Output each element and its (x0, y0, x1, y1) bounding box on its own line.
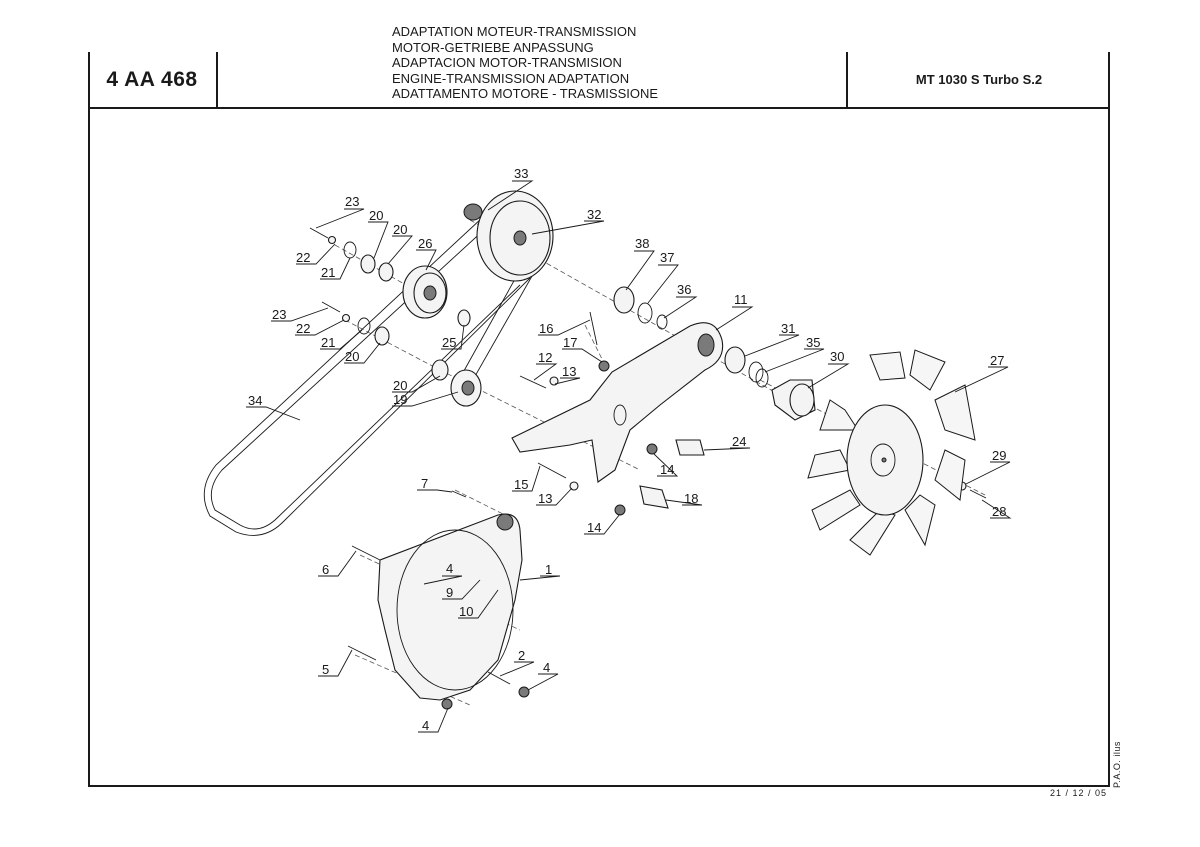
model-box: MT 1030 S Turbo S.2 (846, 52, 1110, 107)
callout-16: 16 (539, 321, 553, 336)
author-credit: P.A.O. ilus (1112, 728, 1126, 788)
callout-13-lower: 13 (538, 491, 552, 506)
callout-28: 28 (992, 504, 1006, 519)
title-es: ADAPTACION MOTOR-TRANSMISION (392, 55, 622, 71)
callout-38: 38 (635, 236, 649, 251)
callout-31: 31 (781, 321, 795, 336)
callout-30: 30 (830, 349, 844, 364)
callout-4-right: 4 (543, 660, 550, 675)
hub-33 (463, 203, 483, 221)
frame-right-line (1108, 52, 1110, 787)
callout-6: 6 (322, 562, 329, 577)
callout-labels: 33 32 23 20 20 26 22 21 38 37 36 11 23 2… (248, 166, 1006, 733)
callout-14-upper: 14 (660, 462, 674, 477)
callout-27: 27 (990, 353, 1004, 368)
callout-17: 17 (563, 335, 577, 350)
callout-14-lower: 14 (587, 520, 601, 535)
exploded-diagram: 33 32 23 20 20 26 22 21 38 37 36 11 23 2… (203, 166, 1012, 733)
callout-34: 34 (248, 393, 262, 408)
leader-lines (246, 180, 1012, 733)
housing-cover-1 (377, 513, 523, 701)
callout-4-lower: 4 (422, 718, 429, 733)
callout-36: 36 (677, 282, 691, 297)
bolts (309, 227, 987, 685)
callout-5: 5 (322, 662, 329, 677)
callout-12: 12 (538, 350, 552, 365)
author-text: P.A.O. ilus (1112, 741, 1122, 788)
frame-bottom-line (88, 785, 1110, 787)
callout-18: 18 (684, 491, 698, 506)
callout-21-lower: 21 (321, 335, 335, 350)
callout-13-upper: 13 (562, 364, 576, 379)
pulley-32 (476, 190, 554, 282)
callout-23-lower: 23 (272, 307, 286, 322)
part-code-box: 4 AA 468 (88, 52, 218, 107)
title-en: ENGINE-TRANSMISSION ADAPTATION (392, 70, 630, 86)
callout-11: 11 (734, 292, 748, 307)
callout-1: 1 (545, 562, 552, 577)
callout-2: 2 (518, 648, 525, 663)
part-code: 4 AA 468 (106, 67, 198, 91)
callout-21-upper: 21 (321, 265, 335, 280)
callout-33: 33 (514, 166, 528, 181)
callout-25: 25 (442, 335, 456, 350)
callout-24: 24 (732, 434, 746, 449)
title-de: MOTOR-GETRIEBE ANPASSUNG (392, 39, 594, 55)
bracket-11 (511, 322, 724, 483)
callout-15: 15 (514, 477, 528, 492)
callout-22-lower: 22 (296, 321, 310, 336)
callout-22-upper: 22 (296, 250, 310, 265)
callout-20-upper-b: 20 (393, 222, 407, 237)
callout-9: 9 (446, 585, 453, 600)
cooling-fan-27 (807, 349, 976, 556)
callout-7: 7 (421, 476, 428, 491)
idler-pulley-26 (402, 265, 448, 319)
fan-hub-30 (771, 379, 816, 421)
callout-35: 35 (806, 335, 820, 350)
callout-20-mid: 20 (345, 349, 359, 364)
callout-10: 10 (459, 604, 473, 619)
model-name: MT 1030 S Turbo S.2 (915, 72, 1043, 87)
callout-20-lower: 20 (393, 378, 407, 393)
callout-29: 29 (992, 448, 1006, 463)
title-it: ADATTAMENTO MOTORE - TRASMISSIONE (392, 86, 659, 102)
callout-19: 19 (393, 392, 407, 407)
bearings-and-rings (327, 235, 967, 710)
callout-32: 32 (587, 207, 601, 222)
idler-pulley-19 (450, 369, 482, 407)
callout-26: 26 (418, 236, 432, 251)
spacers (639, 439, 705, 509)
title-fr: ADAPTATION MOTEUR-TRANSMISSION (392, 24, 637, 39)
callout-23-upper: 23 (345, 194, 359, 209)
title-block: ADAPTATION MOTEUR-TRANSMISSION MOTOR-GET… (392, 24, 658, 102)
callout-37: 37 (660, 250, 674, 265)
callout-4-upper: 4 (446, 561, 453, 576)
drawing-date: 21 / 12 / 05 (1050, 788, 1108, 798)
frame-top-line (88, 107, 1110, 109)
callout-20-upper-a: 20 (369, 208, 383, 223)
frame-left-line (88, 52, 90, 787)
